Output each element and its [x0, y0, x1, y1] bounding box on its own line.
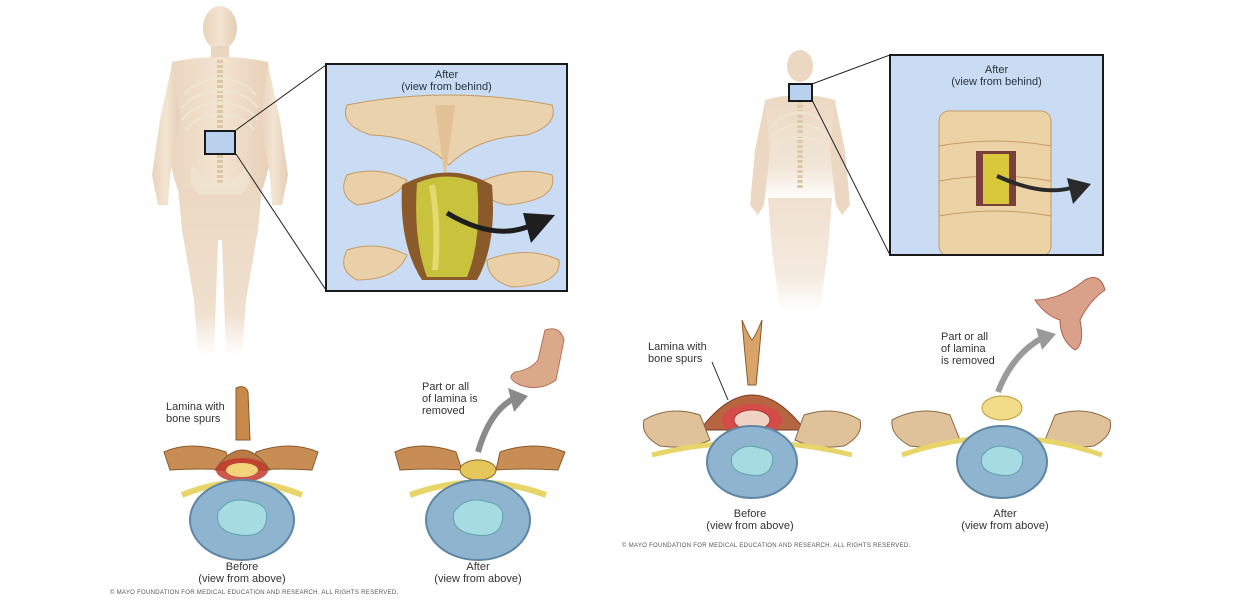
- lumbar-inset-after-behind: After (view from behind): [325, 63, 568, 292]
- cervical-after-annotation: Part or all of lamina is removed: [941, 331, 995, 367]
- removal-arrow-icon: [508, 388, 528, 412]
- inset-title: After (view from behind): [951, 64, 1042, 88]
- cervical-copyright: © MAYO FOUNDATION FOR MEDICAL EDUCATION …: [622, 543, 911, 549]
- vertebrae-back-view-illustration: [343, 94, 560, 288]
- inset-title: After (view from behind): [401, 69, 492, 93]
- cervical-vertebrae-back-view-illustration: [938, 110, 1091, 254]
- lumbar-region-highlight-box: [204, 130, 236, 155]
- lumbar-before-caption: Before (view from above): [198, 561, 286, 585]
- lumbar-after-annotation: Part or all of lamina is removed: [422, 381, 478, 417]
- cervical-region-highlight-box: [788, 83, 813, 102]
- removal-arrow-icon: [1067, 178, 1091, 204]
- lumbar-before-annotation: Lamina with bone spurs: [166, 401, 225, 425]
- removal-arrow-icon: [523, 213, 555, 243]
- cervical-after-caption: After (view from above): [961, 508, 1049, 532]
- lumbar-copyright: © MAYO FOUNDATION FOR MEDICAL EDUCATION …: [110, 590, 399, 596]
- lumbar-after-caption: After (view from above): [434, 561, 522, 585]
- cervical-inset-after-behind: After (view from behind): [889, 54, 1104, 256]
- cervical-before-annotation: Lamina with bone spurs: [648, 341, 707, 365]
- cervical-before-caption: Before (view from above): [706, 508, 794, 532]
- removal-arrow-icon: [1036, 328, 1056, 350]
